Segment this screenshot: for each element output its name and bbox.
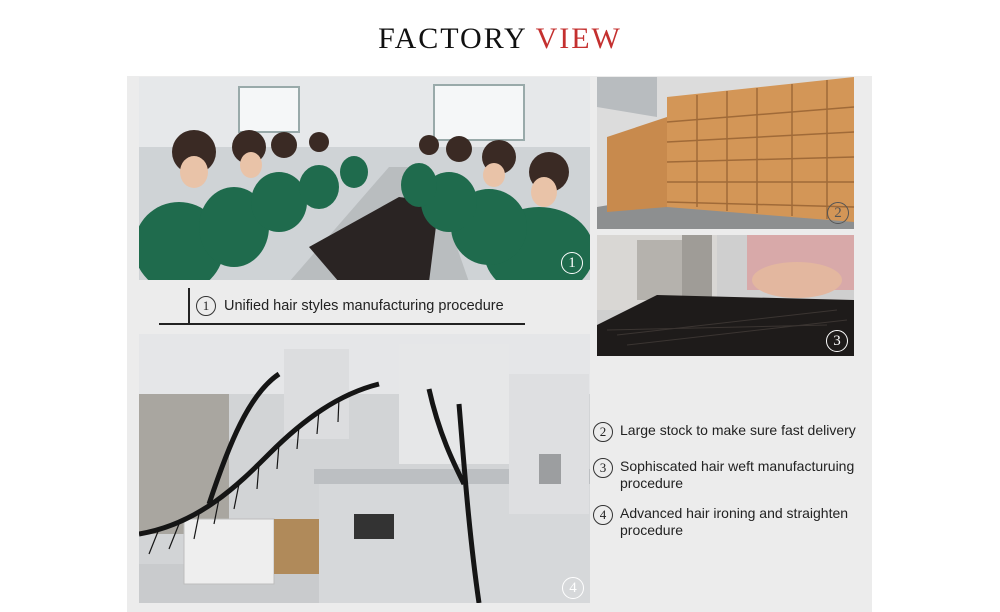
page-title: FACTORY VIEW [0,22,1000,56]
caption-1-divider-vertical [188,288,190,324]
caption-1-divider-horizontal [159,323,525,325]
photo-sewing-image [597,235,854,356]
photo-ironing-image [139,334,590,603]
feature-2-number: 2 [593,422,613,442]
feature-4-number: 4 [593,505,613,525]
photo-warehouse-image [597,77,854,229]
photo-ironing-machines: 4 [139,334,590,603]
caption-1-text: Unified hair styles manufacturing proced… [224,298,504,314]
title-part-1: FACTORY [378,22,527,55]
feature-2-text: Large stock to make sure fast delivery [620,422,856,438]
feature-4-text: Advanced hair ironing and straighten pro… [620,505,849,538]
feature-3-number: 3 [593,458,613,478]
photo-1-number: 1 [561,252,583,274]
feature-3-text: Sophiscated hair weft manufacturuing pro… [620,458,855,491]
photo-workers: 1 [139,77,590,280]
caption-1-number: 1 [196,296,216,316]
title-part-2: VIEW [535,22,622,55]
photo-workers-image [139,77,590,280]
photo-sewing: 3 [597,235,854,356]
photo-3-number: 3 [826,330,848,352]
photo-4-number: 4 [562,577,584,599]
photo-2-number: 2 [827,202,849,224]
photo-warehouse: 2 [597,77,854,229]
caption-1: 1 Unified hair styles manufacturing proce… [196,296,504,316]
